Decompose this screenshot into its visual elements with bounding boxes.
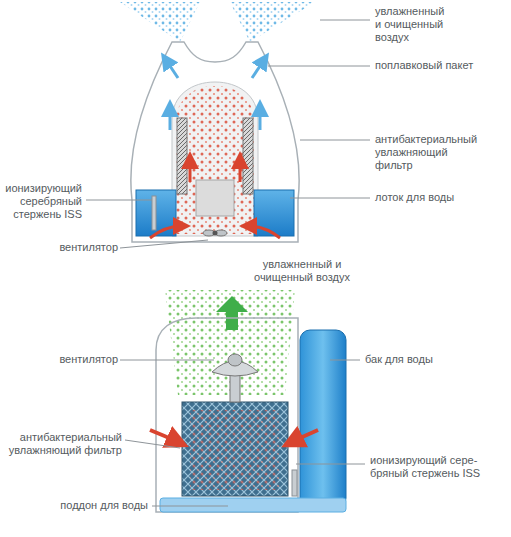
filter [177,118,187,194]
airflow-arrows [150,430,318,442]
part-label: ионизирующий серебряный стержень ISS [2,182,82,221]
top-humidifier [120,2,315,242]
bottom-humidifier [150,290,346,512]
part-label: лоток для воды [375,191,495,204]
water-pan [160,498,346,512]
part-label: увлажненный и очищенный воздух [375,5,447,44]
part-label: вентилятор [52,241,118,254]
part-label: увлажненный и очищенный воздух [246,258,358,284]
part-label: антибактериальный увлажняющий фильтр [2,431,122,457]
inner-chamber [172,82,258,236]
mist-spray [230,2,315,42]
part-label: бак для воды [365,353,485,366]
part-label: вентилятор [52,353,118,366]
part-label: ионизирующий сере- бряный стержень ISS [370,454,488,480]
water-tank [300,330,346,508]
part-label: поддон для воды [40,499,148,512]
float [196,180,234,216]
leader-lines [86,20,370,506]
fan [203,230,227,236]
housing [131,42,299,242]
housing [156,318,298,512]
airflow-arrows [150,60,280,238]
part-label: поплавковый пакет [375,59,495,72]
air-particles [190,410,280,490]
filter [182,402,288,496]
mist-spray [120,2,200,42]
silver-rod [152,196,156,230]
part-label: антибактериальный увлажняющий фильтр [375,133,487,172]
silver-rod [292,470,297,496]
fan [212,354,258,402]
filter [243,118,253,194]
green-arrow [216,296,248,330]
air-particles [176,86,254,234]
